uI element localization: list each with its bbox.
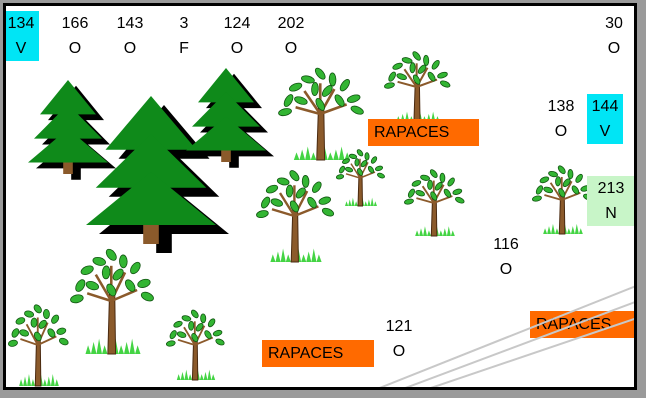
cell-code: O: [543, 119, 579, 144]
cell-code: O: [488, 257, 524, 282]
cell-code: O: [112, 36, 148, 61]
rapaces-label[interactable]: RAPACES: [530, 311, 637, 338]
cell-code: O: [596, 36, 632, 61]
cell-number: 30: [596, 11, 632, 36]
leafy-tree-icon[interactable]: [256, 168, 336, 264]
cell-code: O: [273, 36, 309, 61]
cell-number: 143: [112, 11, 148, 36]
map-cell[interactable]: 138 O: [543, 94, 579, 144]
leafy-tree-icon[interactable]: [532, 164, 594, 236]
map-cell[interactable]: 30 O: [596, 11, 632, 61]
cell-number: 166: [57, 11, 93, 36]
map-cell[interactable]: 116 O: [488, 232, 524, 282]
map-cell[interactable]: 213 N: [587, 176, 635, 226]
cell-number: 134: [3, 11, 39, 36]
rapaces-label[interactable]: RAPACES: [262, 340, 374, 367]
cell-number: 121: [381, 314, 417, 339]
leafy-tree-icon[interactable]: [8, 302, 70, 388]
map-cell[interactable]: 143 O: [112, 11, 148, 61]
map-cell[interactable]: 166 O: [57, 11, 93, 61]
cell-number: 116: [488, 232, 524, 257]
map-cell[interactable]: 134 V: [3, 11, 39, 61]
cell-code: O: [57, 36, 93, 61]
rapaces-label[interactable]: RAPACES: [368, 119, 479, 146]
map-cell[interactable]: 144 V: [587, 94, 623, 144]
map-cell[interactable]: 121 O: [381, 314, 417, 364]
map-cell[interactable]: 3 F: [166, 11, 202, 61]
cell-code: V: [3, 36, 39, 61]
cell-number: 202: [273, 11, 309, 36]
cell-number: 138: [543, 94, 579, 119]
leafy-tree-icon[interactable]: [166, 308, 226, 382]
cell-code: F: [166, 36, 202, 61]
fir-tree-icon[interactable]: [186, 68, 266, 164]
leafy-tree-icon[interactable]: [336, 148, 386, 208]
map-cell[interactable]: 202 O: [273, 11, 309, 61]
cell-number: 3: [166, 11, 202, 36]
cell-code: O: [381, 339, 417, 364]
cell-code: N: [587, 201, 635, 226]
cell-number: 144: [587, 94, 623, 119]
leafy-tree-icon[interactable]: [384, 50, 452, 124]
cell-number: 213: [587, 176, 635, 201]
cell-code: V: [587, 119, 623, 144]
map-cell[interactable]: 124 O: [219, 11, 255, 61]
cell-number: 124: [219, 11, 255, 36]
cell-code: O: [219, 36, 255, 61]
game-board: 134 V 166 O 143 O 3 F 124 O 202 O 30 O 1…: [3, 3, 637, 390]
leafy-tree-icon[interactable]: [70, 246, 156, 356]
leafy-tree-icon[interactable]: [404, 168, 466, 238]
